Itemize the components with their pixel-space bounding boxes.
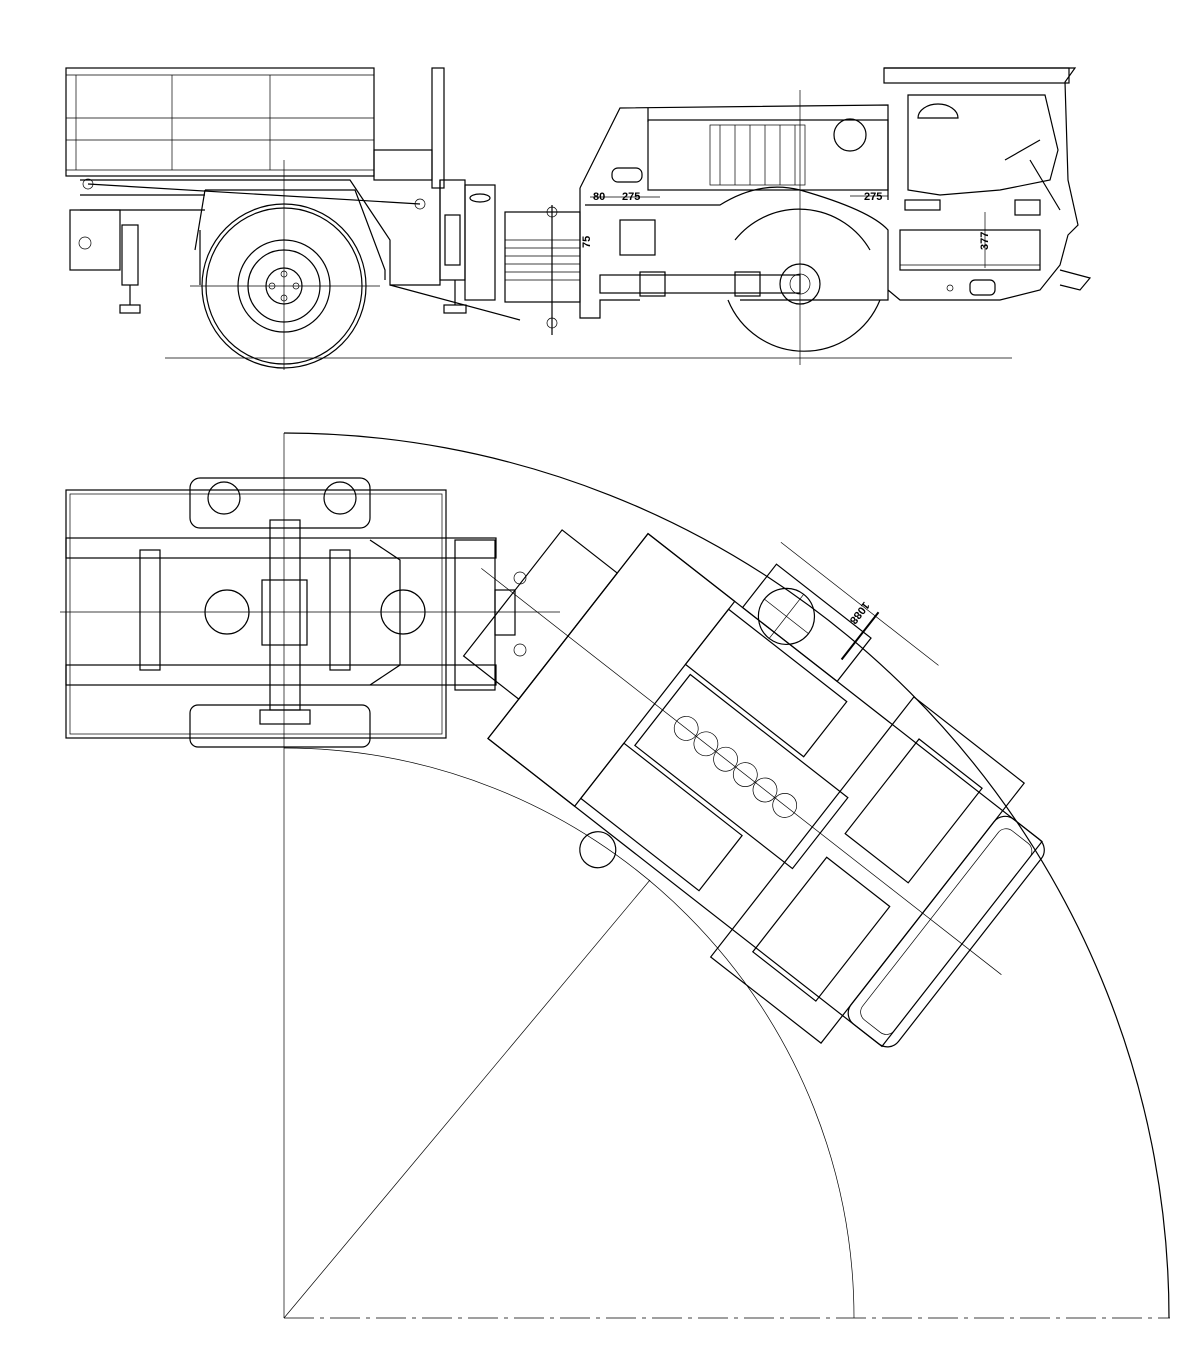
rear-unit-plan — [60, 477, 560, 748]
dump-bed — [65, 67, 445, 189]
top-view: 1088 — [60, 432, 1170, 1319]
rear-chassis — [69, 178, 521, 321]
dimension-label: 275 — [864, 191, 882, 203]
turning-radius — [283, 432, 1170, 1319]
side-dimensions: 80 275 75 275 377 — [581, 191, 991, 268]
dimension-label: 80 — [593, 191, 605, 203]
dimension-label: 275 — [622, 191, 640, 203]
articulation-joint — [464, 184, 581, 335]
front-wheel — [727, 90, 881, 365]
front-body — [579, 104, 889, 319]
dimension-label: 377 — [979, 232, 991, 250]
rear-wheel — [190, 160, 380, 370]
operator-cab — [883, 67, 1092, 301]
dimension-label: 75 — [581, 236, 593, 248]
front-unit-plan: 1088 — [462, 529, 1045, 1048]
side-view: 80 275 75 275 377 — [65, 67, 1092, 370]
